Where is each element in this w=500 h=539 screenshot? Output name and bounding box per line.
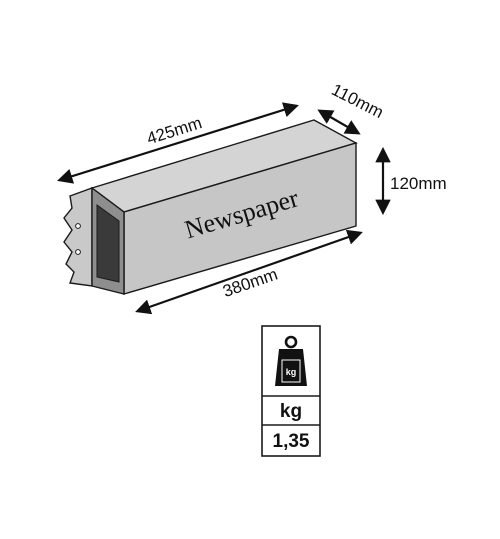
weight-unit-label: kg [280, 401, 302, 422]
width-label: 110mm [328, 80, 386, 122]
mounting-bracket [63, 187, 93, 287]
bracket-hole-top [75, 223, 81, 229]
weight-value: 1,35 [273, 431, 310, 452]
bracket-hole-bottom [75, 249, 81, 255]
length-inner-arrow [135, 229, 363, 315]
weight-info-box: kg kg 1,35 [261, 325, 321, 457]
newspaper-box: Newspaper [90, 119, 358, 295]
dimension-width: 110mm [317, 80, 387, 135]
box-opening [96, 204, 120, 283]
length-inner-label: 380mm [220, 265, 280, 301]
height-label: 120mm [390, 174, 447, 193]
weight-icon: kg [275, 335, 307, 386]
length-total-arrow [57, 102, 299, 184]
width-arrow [317, 109, 361, 135]
dimension-height: 120mm [375, 146, 447, 216]
weight-icon-text: kg [286, 367, 297, 377]
